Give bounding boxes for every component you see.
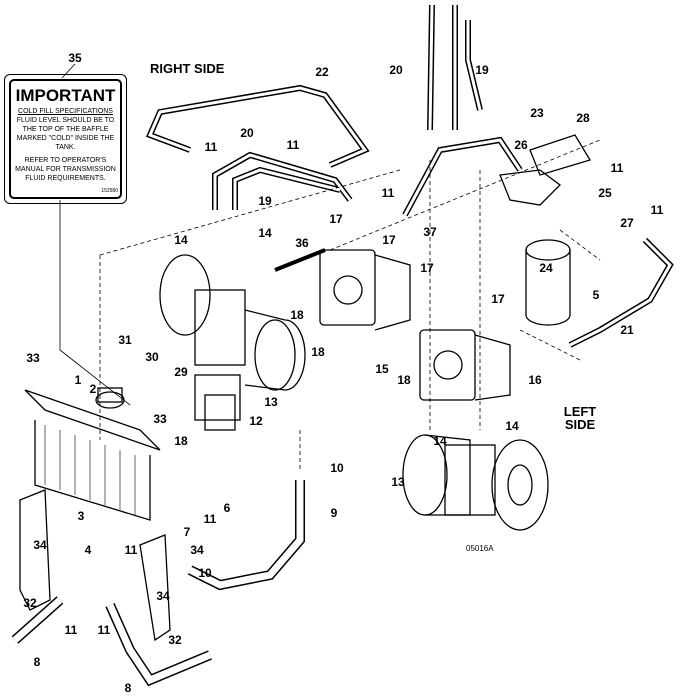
callout-18: 18 [397,373,411,387]
callout-32: 32 [168,633,182,647]
important-decal: IMPORTANT COLD FILL SPECIFICATIONS FLUID… [4,74,127,204]
callout-10: 10 [198,566,212,580]
decal-part-number: 152580 [101,188,118,194]
pump-13-right [159,254,306,391]
callout-29: 29 [174,365,188,379]
callout-11: 11 [124,543,138,557]
callout-19: 19 [475,63,489,77]
callout-17: 17 [329,212,343,226]
callout-27: 27 [620,216,634,230]
callout-34: 34 [156,589,170,603]
callout-34: 34 [33,538,47,552]
callout-17: 17 [420,261,434,275]
callout-31: 31 [118,333,132,347]
callout-34: 34 [190,543,204,557]
callout-21: 21 [620,323,634,337]
valve-12 [194,374,241,431]
right-side-label: RIGHT SIDE [150,61,225,76]
callout-3: 3 [77,509,85,523]
figure-id: 05016A [466,544,494,553]
callout-11: 11 [650,203,664,217]
callout-8: 8 [33,655,41,669]
callout-37: 37 [423,225,437,239]
hose-22 [145,84,370,168]
callout-14: 14 [433,434,447,448]
decal-line2: REFER TO OPERATOR'S MANUAL FOR TRANSMISS… [15,157,116,182]
callout-24: 24 [539,261,553,275]
callout-5: 5 [592,288,600,302]
pump-15 [319,249,411,331]
callout-15: 15 [375,362,389,376]
pump-13-left [402,434,549,531]
callout-20: 20 [389,63,403,77]
bracket-32-right [139,534,171,642]
bolt-36 [274,248,326,272]
callout-12: 12 [249,414,263,428]
callout-18: 18 [311,345,325,359]
callout-35: 35 [68,51,82,65]
callout-11: 11 [97,623,111,637]
decal-line1: FLUID LEVEL SHOULD BE TO THE TOP OF THE … [16,117,115,151]
callout-1: 1 [74,373,82,387]
callout-26: 26 [514,138,528,152]
callout-13: 13 [264,395,278,409]
callout-6: 6 [223,501,231,515]
bracket-32-left [19,489,51,611]
callout-33: 33 [26,351,40,365]
callout-11: 11 [203,512,217,526]
callout-33: 33 [153,412,167,426]
callout-9: 9 [330,506,338,520]
callout-8: 8 [124,681,132,695]
callout-14: 14 [174,233,188,247]
callout-22: 22 [315,65,329,79]
hose-37 [402,136,523,217]
callout-30: 30 [145,350,159,364]
callout-19: 19 [258,194,272,208]
callout-32: 32 [23,596,37,610]
callout-25: 25 [598,186,612,200]
oil-cooler-1 [24,387,161,521]
left-side-label: LEFT SIDE [563,404,597,432]
callout-11: 11 [286,138,300,152]
callout-18: 18 [290,308,304,322]
callout-10: 10 [330,461,344,475]
callout-11: 11 [64,623,78,637]
callout-23: 23 [530,106,544,120]
callout-14: 14 [258,226,272,240]
callout-11: 11 [610,161,624,175]
callout-4: 4 [84,543,92,557]
callout-17: 17 [382,233,396,247]
decal-heading: COLD FILL SPECIFICATIONS [18,108,113,115]
filter-5 [525,239,571,326]
callout-16: 16 [528,373,542,387]
callout-13: 13 [391,475,405,489]
pump-16 [419,329,511,401]
bracket-28 [529,134,591,176]
callout-36: 36 [295,236,309,250]
callout-28: 28 [576,111,590,125]
callout-11: 11 [204,140,218,154]
callout-18: 18 [174,434,188,448]
callout-11: 11 [381,186,395,200]
decal-title: IMPORTANT [15,86,116,105]
callout-17: 17 [491,292,505,306]
callout-20: 20 [240,126,254,140]
callout-14: 14 [505,419,519,433]
callout-2: 2 [89,382,97,396]
callout-7: 7 [183,525,191,539]
